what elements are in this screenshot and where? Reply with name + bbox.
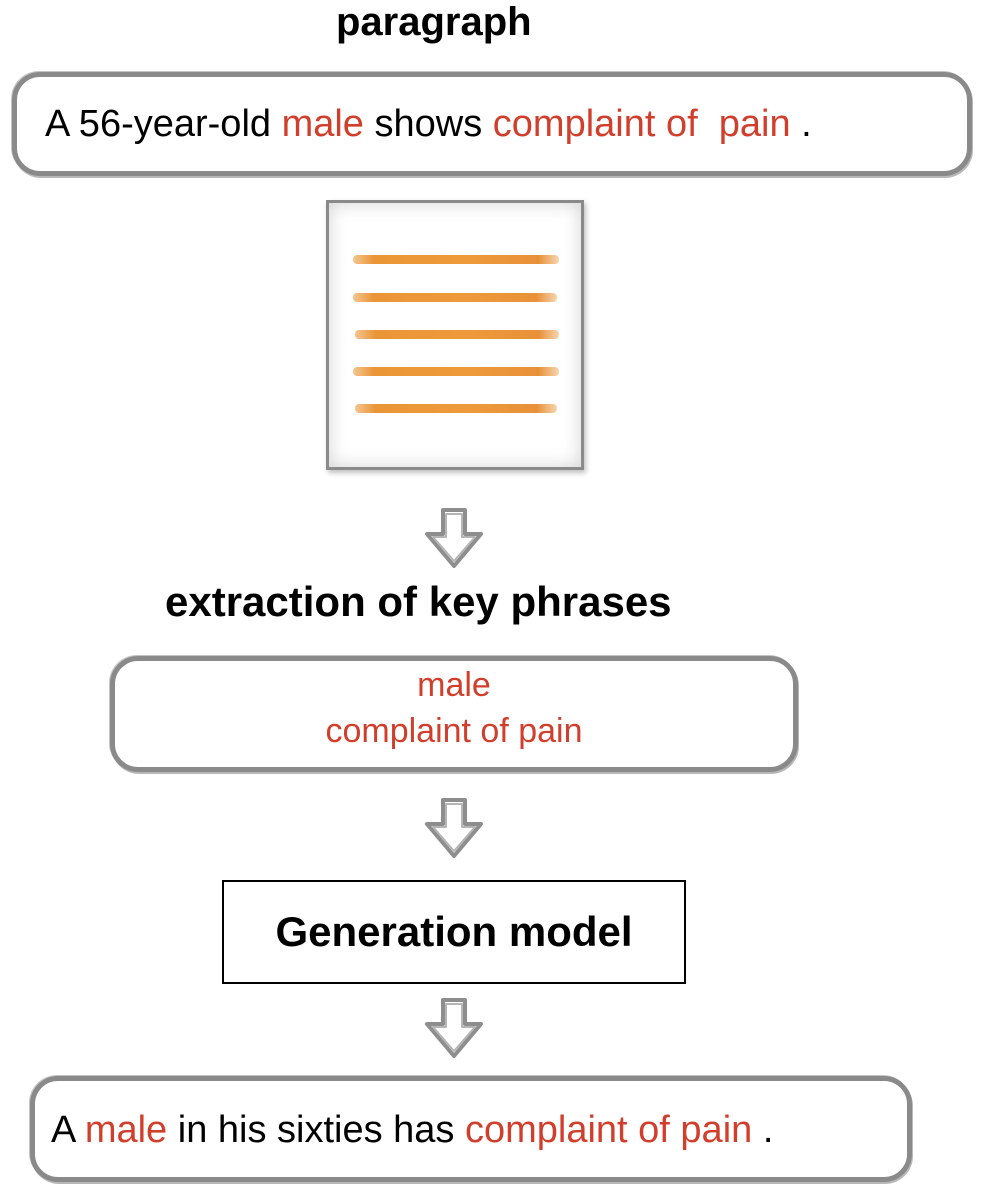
document-line [355,330,559,339]
extraction-heading: extraction of key phrases [165,578,672,625]
input-sentence-text-1: A 56-year-old [45,103,282,145]
generation-model-box: Generation model [222,880,686,984]
down-arrow-icon [425,798,483,858]
output-sentence-text-2: in his sixties has [167,1109,465,1151]
output-sentence: A male in his sixties has complaint of p… [51,1109,773,1152]
input-sentence-text-2: shows [363,103,493,145]
key-phrase-male: male [417,666,491,704]
document-line [353,255,559,264]
output-sentence-text-3: . [752,1109,774,1151]
paragraph-heading: paragraph [336,0,532,44]
document-line [353,293,557,302]
input-sentence: A 56-year-old male shows complaint of pa… [45,103,812,146]
document-line [353,367,559,376]
key-phrase-complaint: complaint of pain [325,712,583,750]
document-icon [326,200,584,470]
output-sentence-text-1: A [51,1109,85,1151]
output-sentence-box: A male in his sixties has complaint of p… [30,1076,912,1182]
down-arrow-icon [425,998,483,1058]
input-sentence-text-3: . [790,103,812,145]
input-key-phrase-complaint: complaint of pain [492,103,791,145]
document-line [355,404,557,413]
input-key-phrase-male: male [281,103,364,145]
key-phrases-list: male complaint of pain [110,662,798,754]
key-phrases-box [110,656,798,772]
generation-model-label: Generation model [275,908,633,955]
output-key-phrase-complaint: complaint of pain [464,1109,753,1151]
output-key-phrase-male: male [84,1109,168,1151]
down-arrow-icon [425,508,483,568]
input-sentence-box: A 56-year-old male shows complaint of pa… [12,72,972,176]
